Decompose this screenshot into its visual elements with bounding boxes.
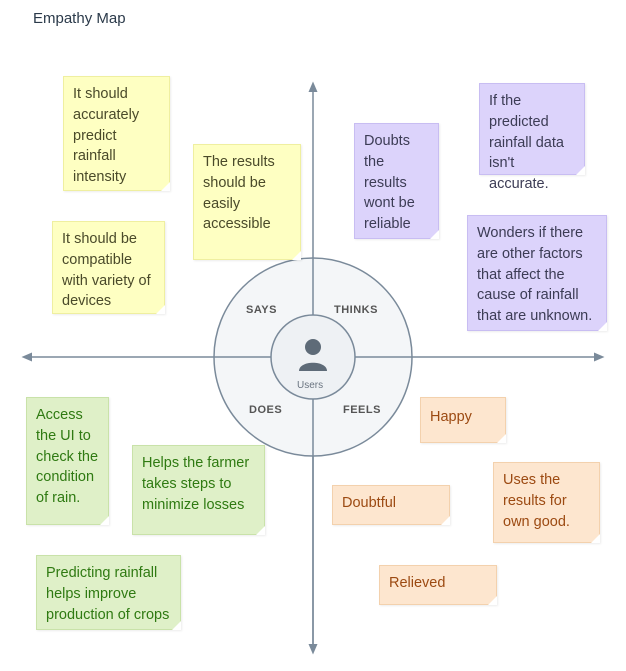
sticky-note-does[interactable]: Access the UI to check the condition of … bbox=[26, 397, 109, 525]
page-title: Empathy Map bbox=[33, 10, 126, 27]
sticky-note-says[interactable]: It should accurately predict rainfall in… bbox=[63, 76, 170, 191]
sticky-note-thinks[interactable]: Doubts the results wont be reliable bbox=[354, 123, 439, 239]
does-label: DOES bbox=[249, 404, 283, 416]
sticky-note-says[interactable]: It should be compatible with variety of … bbox=[52, 221, 165, 314]
sticky-note-says[interactable]: The results should be easily accessible bbox=[193, 144, 301, 260]
sticky-note-feels[interactable]: Uses the results for own good. bbox=[493, 462, 600, 543]
sticky-note-feels[interactable]: Happy bbox=[420, 397, 506, 443]
feels-label: FEELS bbox=[343, 404, 381, 416]
center-users-label: Users bbox=[297, 380, 324, 391]
sticky-note-feels[interactable]: Doubtful bbox=[332, 485, 450, 525]
sticky-note-thinks[interactable]: Wonders if there are other factors that … bbox=[467, 215, 607, 331]
inner-circle bbox=[270, 314, 356, 400]
thinks-label: THINKS bbox=[334, 304, 378, 316]
says-label: SAYS bbox=[246, 304, 277, 316]
sticky-note-thinks[interactable]: If the predicted rainfall data isn't acc… bbox=[479, 83, 585, 192]
sticky-note-does[interactable]: Predicting rainfall helps improve produc… bbox=[36, 555, 181, 630]
sticky-note-feels[interactable]: Relieved bbox=[379, 565, 497, 605]
sticky-note-does[interactable]: Helps the farmer takes steps to minimize… bbox=[132, 445, 265, 535]
user-icon bbox=[299, 339, 327, 371]
